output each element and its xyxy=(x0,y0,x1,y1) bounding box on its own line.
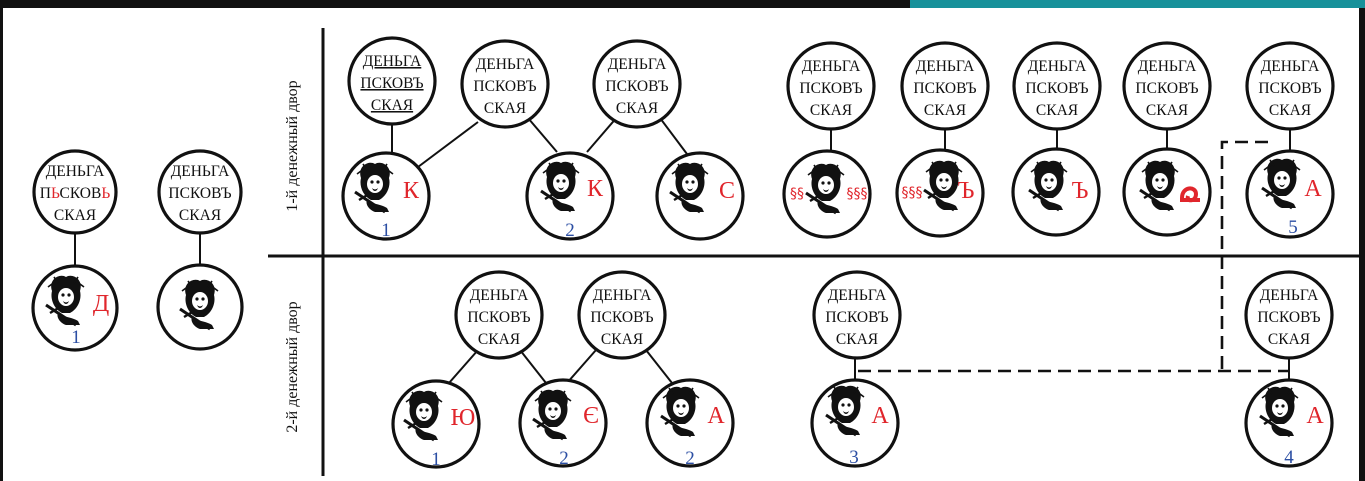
mark-a: А xyxy=(1306,403,1324,429)
number-2: 2 xyxy=(559,448,569,469)
number-3: 3 xyxy=(849,447,859,468)
svg-text:ПСКОВЪ: ПСКОВЪ xyxy=(473,78,536,95)
svg-text:ПСКОВЪ: ПСКОВЪ xyxy=(1258,80,1321,97)
svg-text:СКАЯ: СКАЯ xyxy=(924,102,966,119)
svg-text:ПСКОВЪ: ПСКОВЪ xyxy=(1135,80,1198,97)
svg-text:СКАЯ: СКАЯ xyxy=(1268,331,1310,348)
coin-r1-reverse-2: К 2 xyxy=(527,153,613,241)
coin-r2-obverse-3: ДЕНЬГА ПСКОВЪ СКАЯ xyxy=(814,272,900,358)
mark-yu: Ю xyxy=(451,405,476,431)
svg-text:ПСКОВЪ: ПСКОВЪ xyxy=(825,309,888,326)
svg-text:ДЕНЬГА: ДЕНЬГА xyxy=(476,56,535,73)
svg-text:СКАЯ: СКАЯ xyxy=(478,331,520,348)
svg-text:ДЕНЬГА: ДЕНЬГА xyxy=(916,58,975,75)
coin-r1-reverse-6: Ъ xyxy=(1013,149,1099,235)
coin-r1-obverse-6: ДЕНЬГА ПСКОВЪ СКАЯ xyxy=(1014,43,1100,129)
number-1: 1 xyxy=(71,327,81,348)
left-coin-line2: ПЬСКОВЬ xyxy=(40,185,111,202)
coin-r1-reverse-5: §§§ Ъ xyxy=(897,150,983,236)
svg-text:СКАЯ: СКАЯ xyxy=(616,100,658,117)
svg-text:СКАЯ: СКАЯ xyxy=(810,102,852,119)
svg-text:ПСКОВЪ: ПСКОВЪ xyxy=(1025,80,1088,97)
coin-left-1-obverse: ДЕНЬГА ПЬСКОВЬ СКАЯ xyxy=(34,151,116,233)
coin-r2-obverse-4: ДЕНЬГА ПСКОВЪ СКАЯ xyxy=(1246,272,1332,358)
mark-de: Д xyxy=(93,291,109,317)
mark-k: К xyxy=(587,176,604,202)
svg-text:СКАЯ: СКАЯ xyxy=(1146,102,1188,119)
number-2: 2 xyxy=(685,448,695,469)
svg-text:ДЕНЬГА: ДЕНЬГА xyxy=(1260,287,1319,304)
svg-text:ДЕНЬГА: ДЕНЬГА xyxy=(1028,58,1087,75)
coin-r2-reverse-4: А 3 xyxy=(812,380,898,468)
coin-r2-reverse-3: А 2 xyxy=(647,380,733,469)
coin-left-2-reverse xyxy=(158,265,242,349)
svg-text:ПСКОВЪ: ПСКОВЪ xyxy=(168,185,231,202)
svg-text:СКАЯ: СКАЯ xyxy=(54,207,96,224)
svg-text:ПСКОВЪ: ПСКОВЪ xyxy=(1257,309,1320,326)
svg-text:СКАЯ: СКАЯ xyxy=(601,331,643,348)
svg-text:ДЕНЬГА: ДЕНЬГА xyxy=(363,53,422,70)
svg-text:ДЕНЬГА: ДЕНЬГА xyxy=(1138,58,1197,75)
ornament-left-icon: §§§ xyxy=(902,185,923,201)
coin-r1-reverse-4: §§ §§§ xyxy=(784,151,870,237)
number-1: 1 xyxy=(381,220,391,241)
coin-r2-obverse-1: ДЕНЬГА ПСКОВЪ СКАЯ xyxy=(456,272,542,358)
coin-r1-obverse-5: ДЕНЬГА ПСКОВЪ СКАЯ xyxy=(902,43,988,129)
coin-r2-reverse-1: Ю 1 xyxy=(393,381,479,470)
number-1: 1 xyxy=(431,449,441,470)
coin-r1-obverse-4: ДЕНЬГА ПСКОВЪ СКАЯ xyxy=(788,43,874,129)
number-4: 4 xyxy=(1284,447,1294,468)
coin-r1-reverse-8: А 5 xyxy=(1247,151,1333,238)
svg-text:ПСКОВЪ: ПСКОВЪ xyxy=(913,80,976,97)
coin-r1-reverse-3: С xyxy=(657,153,743,239)
coin-r1-obverse-2: ДЕНЬГА ПСКОВЪ СКАЯ xyxy=(462,41,548,127)
ornament-left-icon: §§ xyxy=(790,186,804,202)
coin-r1-obverse-1: ДЕНЬГА ПСКОВЪ СКАЯ xyxy=(349,38,435,124)
coin-r1-obverse-8: ДЕНЬГА ПСКОВЪ СКАЯ xyxy=(1247,43,1333,129)
svg-text:ПСКОВЪ: ПСКОВЪ xyxy=(467,309,530,326)
svg-text:ДЕНЬГА: ДЕНЬГА xyxy=(470,287,529,304)
svg-text:СКАЯ: СКАЯ xyxy=(836,331,878,348)
svg-text:СКАЯ: СКАЯ xyxy=(1269,102,1311,119)
svg-text:ДЕНЬГА: ДЕНЬГА xyxy=(171,163,230,180)
svg-text:СКАЯ: СКАЯ xyxy=(371,97,413,114)
svg-text:ПСКОВЪ: ПСКОВЪ xyxy=(590,309,653,326)
svg-text:СКАЯ: СКАЯ xyxy=(484,100,526,117)
coin-r1-obverse-7: ДЕНЬГА ПСКОВЪ СКАЯ xyxy=(1124,43,1210,129)
coin-left-1-reverse: Д 1 xyxy=(33,266,117,350)
svg-text:ПСКОВЪ: ПСКОВЪ xyxy=(799,80,862,97)
svg-text:СКАЯ: СКАЯ xyxy=(1036,102,1078,119)
svg-text:ДЕНЬГА: ДЕНЬГА xyxy=(1261,58,1320,75)
row-label-1: 1-й денежный двор xyxy=(284,80,301,211)
ornament-right-icon: §§§ xyxy=(847,186,868,202)
mark-a: А xyxy=(1304,176,1322,202)
mark-s: С xyxy=(719,178,735,204)
svg-text:ДЕНЬГА: ДЕНЬГА xyxy=(828,287,887,304)
svg-text:ПСКОВЪ: ПСКОВЪ xyxy=(605,78,668,95)
number-2: 2 xyxy=(565,220,575,241)
mark-a: А xyxy=(707,403,725,429)
svg-text:ДЕНЬГА: ДЕНЬГА xyxy=(46,163,105,180)
mark-yer: Ъ xyxy=(1072,178,1089,204)
coin-left-2-obverse: ДЕНЬГА ПСКОВЪ СКАЯ xyxy=(159,151,241,233)
number-5: 5 xyxy=(1288,217,1298,238)
coin-r1-obverse-3: ДЕНЬГА ПСКОВЪ СКАЯ xyxy=(594,41,680,127)
svg-text:ДЕНЬГА: ДЕНЬГА xyxy=(608,56,667,73)
svg-text:ДЕНЬГА: ДЕНЬГА xyxy=(593,287,652,304)
mark-ye: Є xyxy=(583,403,599,429)
row-label-2: 2-й денежный двор xyxy=(284,301,301,432)
mark-yer: Ъ xyxy=(958,178,975,204)
coin-r1-reverse-1: К 1 xyxy=(343,153,429,241)
svg-text:СКАЯ: СКАЯ xyxy=(179,207,221,224)
svg-text:ПСКОВЪ: ПСКОВЪ xyxy=(360,75,423,92)
coin-r2-obverse-2: ДЕНЬГА ПСКОВЪ СКАЯ xyxy=(579,272,665,358)
coin-r1-reverse-7 xyxy=(1124,149,1210,235)
coin-r2-reverse-5: А 4 xyxy=(1246,380,1332,468)
mark-a: А xyxy=(871,403,889,429)
svg-text:ДЕНЬГА: ДЕНЬГА xyxy=(802,58,861,75)
coin-r2-reverse-2: Є 2 xyxy=(520,380,606,469)
mark-k: К xyxy=(403,178,420,204)
